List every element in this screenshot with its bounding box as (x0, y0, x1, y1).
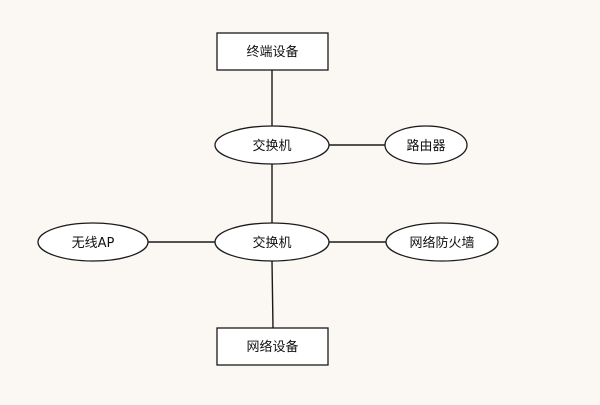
node-network-firewall-label: 网络防火墙 (409, 235, 474, 251)
node-switch-top-ellipse (214, 125, 330, 165)
node-network-device-label: 网络设备 (246, 339, 298, 355)
node-router-label: 路由器 (406, 138, 445, 154)
node-terminal-device-label: 终端设备 (246, 44, 298, 60)
node-switch-center: 交换机 (214, 222, 330, 262)
node-switch-center-label: 交换机 (252, 235, 291, 251)
node-router-ellipse (384, 125, 468, 165)
edge-switch-center-network-device (271, 260, 274, 329)
node-switch-top-label: 交换机 (252, 138, 291, 154)
node-wireless-ap: 无线AP (37, 222, 149, 262)
node-switch-top: 交换机 (214, 125, 330, 165)
node-terminal-device-box (216, 32, 329, 71)
node-router: 路由器 (384, 125, 468, 165)
node-terminal-device: 终端设备 (216, 32, 329, 71)
node-network-device: 网络设备 (216, 327, 329, 366)
node-wireless-ap-label: 无线AP (72, 236, 115, 251)
node-network-device-box (216, 327, 329, 366)
node-switch-center-ellipse (214, 222, 330, 262)
node-wireless-ap-ellipse (37, 222, 149, 262)
node-network-firewall: 网络防火墙 (385, 222, 499, 262)
node-network-firewall-ellipse (385, 222, 499, 262)
